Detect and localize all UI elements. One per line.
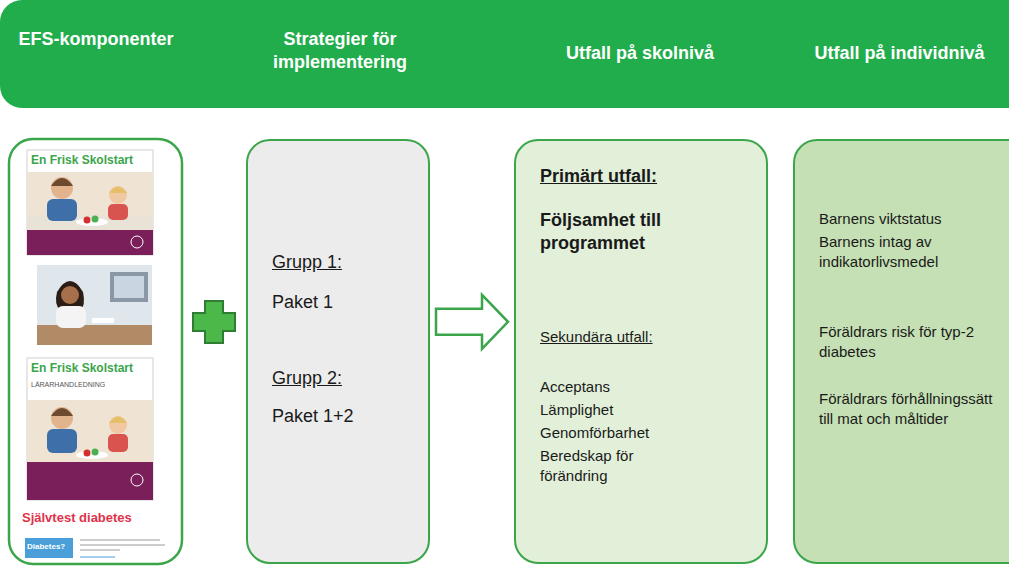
secondary-outcome: Beredskap för förändring xyxy=(540,446,670,485)
child-outcome: Barnens viktstatus xyxy=(819,209,999,229)
secondary-outcome: Genomförbarhet xyxy=(540,423,750,443)
badge xyxy=(25,538,73,558)
parent-outcome: Föräldrars risk för typ-2 diabetes xyxy=(819,322,984,361)
cover-title: En Frisk Skolstart xyxy=(31,361,161,377)
outcome-heading: Primärt utfall: xyxy=(540,165,750,188)
group-label: Grupp 2: xyxy=(272,367,422,390)
package-label: Paket 1 xyxy=(272,291,422,314)
block-arrow xyxy=(436,295,508,349)
book-cover xyxy=(27,358,153,500)
group-label: Grupp 1: xyxy=(272,251,422,274)
badge-text: Diabetes? xyxy=(27,542,73,552)
header-banner: EFS-komponenter Strategier för implemente… xyxy=(0,0,1009,108)
secondary-outcome: Lämplighet xyxy=(540,400,750,420)
package-label: Paket 1+2 xyxy=(272,405,422,428)
test-heading: Självtest diabetes xyxy=(22,510,182,527)
photo xyxy=(37,265,152,345)
individual-outcome-box: Barnens viktstatusBarnens intag av indik… xyxy=(793,139,1009,564)
fine-print xyxy=(80,540,165,557)
secondary-outcome: Acceptans xyxy=(540,377,750,397)
column-header: EFS-komponenter xyxy=(16,28,176,51)
parent-outcome: Föräldrars förhållningssätt till mat och… xyxy=(819,389,994,428)
column-header: Utfall på skolnivå xyxy=(530,42,750,65)
school-outcome-box: Primärt utfall: Följsamhet till programme… xyxy=(514,139,768,564)
box-outline xyxy=(9,139,182,564)
strategy-box: Grupp 1: Paket 1 Grupp 2: Paket 1+2 xyxy=(246,139,430,564)
component-box: En Frisk Skolstart En Frisk SkolstartLÄRA… xyxy=(9,139,182,564)
child-outcome: Barnens intag av indikatorlivsmedel xyxy=(819,232,984,271)
outcome-heading: Sekundära utfall: xyxy=(540,327,750,347)
cover-subtitle: LÄRARHANDLEDNING xyxy=(31,380,161,389)
plus-sign xyxy=(193,301,235,343)
column-header: Utfall på individnivå xyxy=(792,42,1007,65)
primary-outcome: Följsamhet till programmet xyxy=(540,209,710,256)
column-header: Strategier för implementering xyxy=(250,28,430,75)
cover-title: En Frisk Skolstart xyxy=(31,153,161,169)
